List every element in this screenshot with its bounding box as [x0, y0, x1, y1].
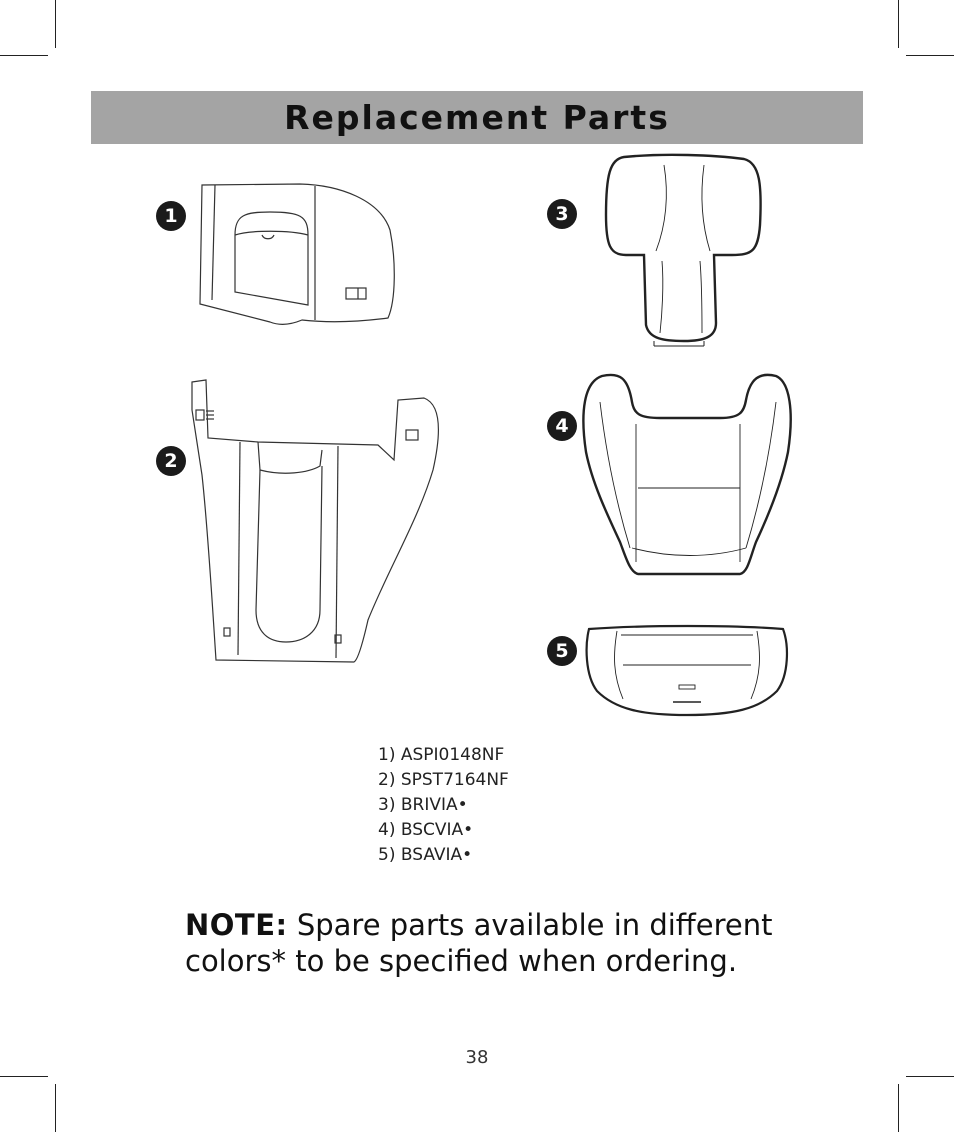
- part-3-illustration: [604, 153, 764, 347]
- crop-mark-bottom-right-horizontal: [906, 1076, 954, 1077]
- crop-mark-bottom-right-vertical: [898, 1084, 899, 1132]
- page-number: 38: [465, 1047, 489, 1068]
- part-badge-1: 1: [156, 201, 186, 231]
- title-bar: Replacement Parts: [91, 91, 863, 144]
- note-label: NOTE:: [185, 908, 288, 942]
- page-title: Replacement Parts: [284, 98, 670, 137]
- crop-mark-bottom-left-horizontal: [0, 1076, 48, 1077]
- parts-list-item: 5) BSAVIA•: [378, 845, 473, 865]
- part-1-illustration: [190, 180, 400, 330]
- part-4-illustration: [580, 372, 794, 580]
- note-paragraph: NOTE: Spare parts available in different…: [185, 907, 805, 979]
- crop-mark-bottom-left-vertical: [55, 1084, 56, 1132]
- crop-mark-top-left-horizontal: [0, 55, 48, 56]
- parts-list-item: 1) ASPI0148NF: [378, 745, 505, 765]
- part-5-illustration: [583, 624, 791, 719]
- note-text: Spare parts available in different color…: [185, 908, 773, 978]
- crop-mark-top-left-vertical: [55, 0, 56, 48]
- part-badge-2: 2: [156, 446, 186, 476]
- parts-list-item: 4) BSCVIA•: [378, 820, 474, 840]
- parts-list-item: 3) BRIVIA•: [378, 795, 468, 815]
- crop-mark-top-right-horizontal: [906, 55, 954, 56]
- part-badge-4: 4: [547, 411, 577, 441]
- part-2-illustration: [188, 379, 446, 666]
- part-badge-5: 5: [547, 636, 577, 666]
- part-badge-3: 3: [547, 199, 577, 229]
- parts-list-item: 2) SPST7164NF: [378, 770, 509, 790]
- crop-mark-top-right-vertical: [898, 0, 899, 48]
- parts-list: 1) ASPI0148NF 2) SPST7164NF 3) BRIVIA• 4…: [378, 743, 509, 868]
